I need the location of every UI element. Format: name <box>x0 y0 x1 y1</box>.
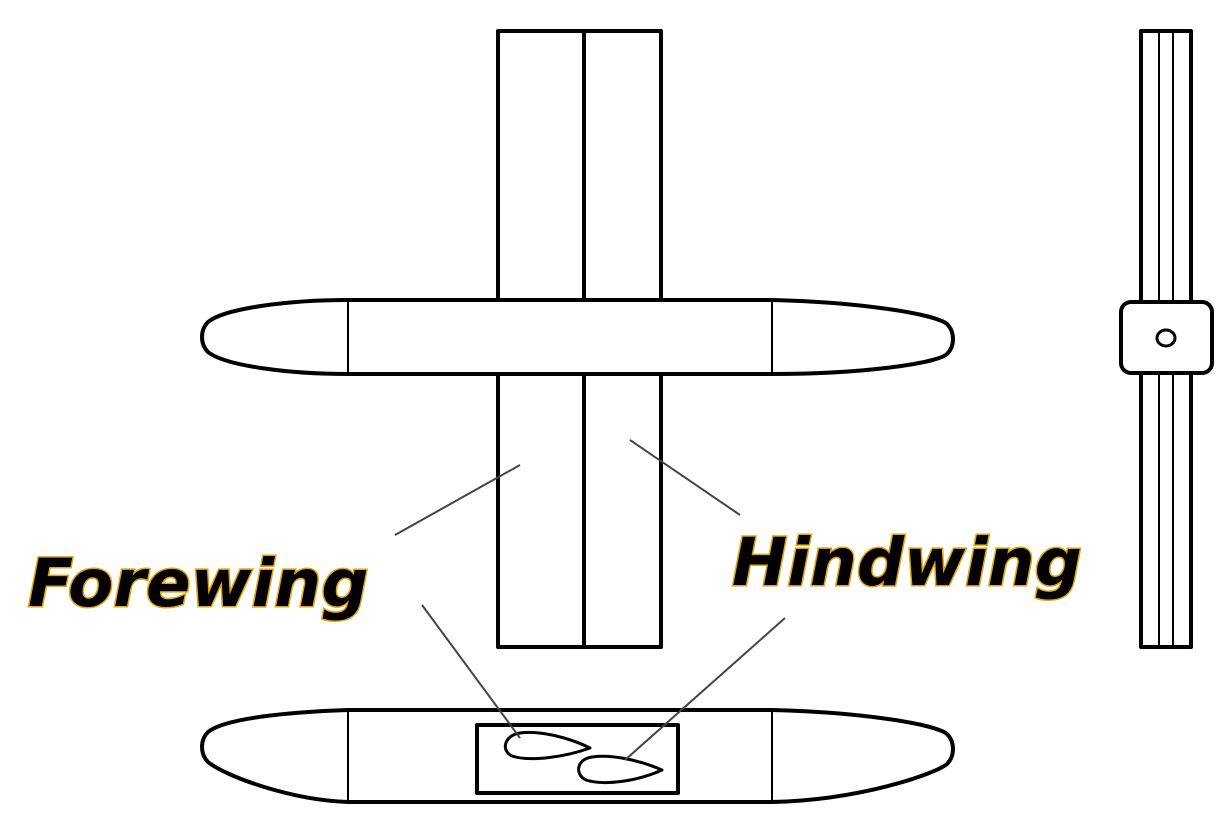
leader-forewing-top <box>394 464 521 536</box>
top-view <box>200 29 955 649</box>
side-view-wing-box <box>475 723 680 795</box>
leader-hindwing-top <box>629 439 741 516</box>
top-view-fuselage <box>200 298 955 376</box>
leader-forewing-side <box>421 604 521 739</box>
front-view-hub <box>1155 328 1177 348</box>
front-view <box>1119 29 1214 649</box>
forewing-label: Forewing <box>28 545 368 622</box>
leader-hindwing-side <box>624 617 786 761</box>
leader-lines <box>394 439 786 761</box>
side-view-forewing-airfoil <box>503 730 592 761</box>
side-view <box>200 708 955 804</box>
hindwing-label: Hindwing <box>732 524 1082 601</box>
